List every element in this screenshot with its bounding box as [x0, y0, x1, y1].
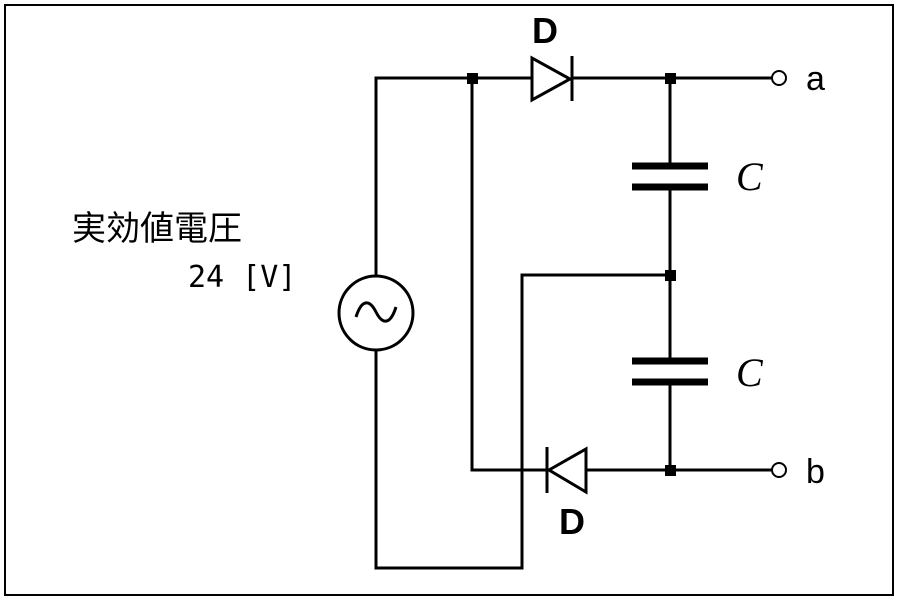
terminal-b-label: b [806, 453, 825, 491]
wire-source-top [374, 76, 534, 285]
capacitor-top-label: C [736, 154, 764, 199]
source-voltage-label: 実効値電圧 [72, 210, 242, 248]
capacitor-bottom [632, 357, 708, 386]
diagram-border [4, 4, 894, 596]
wire-source-bottom [374, 273, 672, 570]
junction-node-top-right [665, 73, 676, 84]
capacitor-top [632, 162, 708, 191]
ac-source [337, 274, 415, 352]
diode-bottom-label: D [559, 501, 585, 542]
terminal-a [771, 70, 787, 86]
diode-bottom-triangle [546, 446, 588, 495]
wire-inner-left [470, 76, 549, 472]
junction-node-bottom-right [665, 465, 676, 476]
diode-bottom [545, 446, 588, 495]
source-voltage-value: 24 [V] [188, 260, 296, 295]
terminal-a-label: a [806, 60, 825, 98]
sine-wave-icon [354, 301, 398, 323]
diode-top [530, 55, 574, 103]
junction-node-top-left [467, 73, 478, 84]
junction-node-middle [665, 270, 676, 281]
diode-top-triangle [530, 55, 574, 103]
terminal-b [771, 462, 787, 478]
diode-top-label: D [532, 10, 558, 51]
capacitor-bottom-label: C [736, 350, 764, 395]
